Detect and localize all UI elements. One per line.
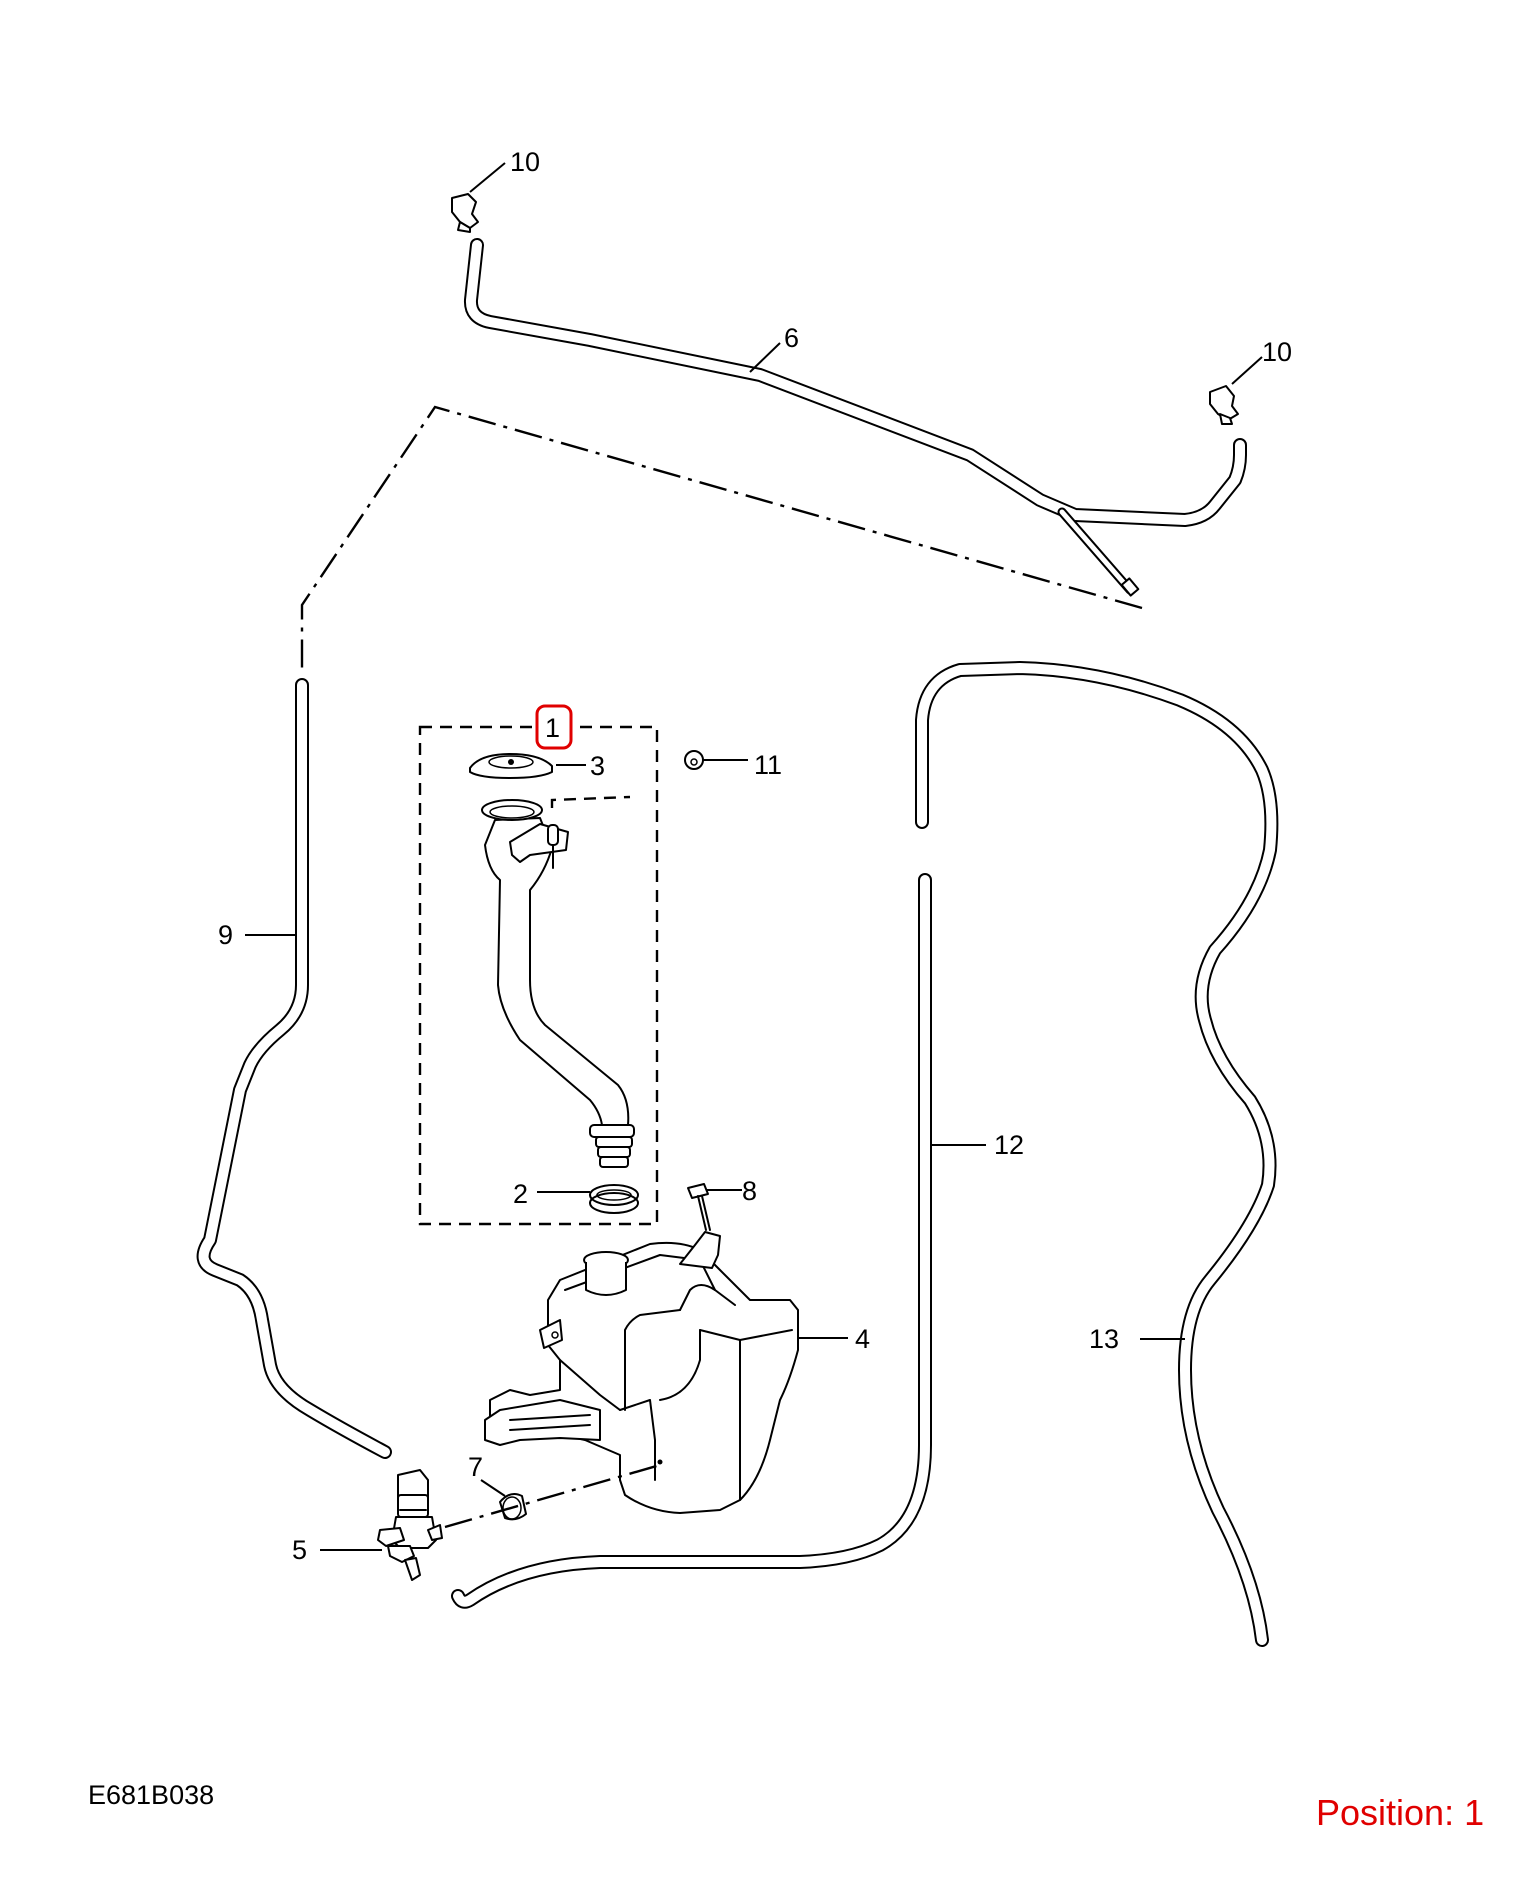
washer-jet-left (451, 193, 479, 233)
filler-cap (469, 753, 553, 779)
diagram-code: E681B038 (88, 1780, 214, 1810)
leader-lines (245, 162, 1263, 1551)
washer-pump (377, 1469, 443, 1581)
callout-1: 1 (545, 713, 560, 743)
callout-2: 2 (513, 1179, 528, 1209)
filler-neck-assembly-box (418, 725, 659, 1226)
hose-13 (915, 661, 1279, 1647)
callout-7: 7 (468, 1452, 483, 1482)
routing-line (300, 405, 1143, 672)
callout-8: 8 (742, 1176, 757, 1206)
position-label: Position: 1 (1316, 1792, 1484, 1833)
callout-6: 6 (784, 323, 799, 353)
washer-reservoir (484, 1231, 799, 1514)
o-ring (589, 1184, 639, 1214)
callout-10-right: 10 (1262, 337, 1292, 367)
washer-jet-right (1209, 385, 1239, 425)
callout-12: 12 (994, 1130, 1024, 1160)
callout-5: 5 (292, 1535, 307, 1565)
washer-jet-hose (463, 238, 1247, 597)
hose-9 (196, 678, 392, 1459)
callout-10-left: 10 (510, 147, 540, 177)
callout-1-highlight (535, 704, 573, 750)
callout-11: 11 (754, 750, 782, 780)
hose-12 (451, 873, 932, 1609)
pump-alignment-line (444, 1463, 661, 1529)
callout-13: 13 (1089, 1324, 1119, 1354)
bolt (687, 1183, 711, 1231)
clip (684, 750, 704, 770)
filler-neck (481, 799, 635, 1168)
callout-4: 4 (855, 1324, 870, 1354)
callout-3: 3 (590, 751, 605, 781)
callout-9: 9 (218, 920, 233, 950)
